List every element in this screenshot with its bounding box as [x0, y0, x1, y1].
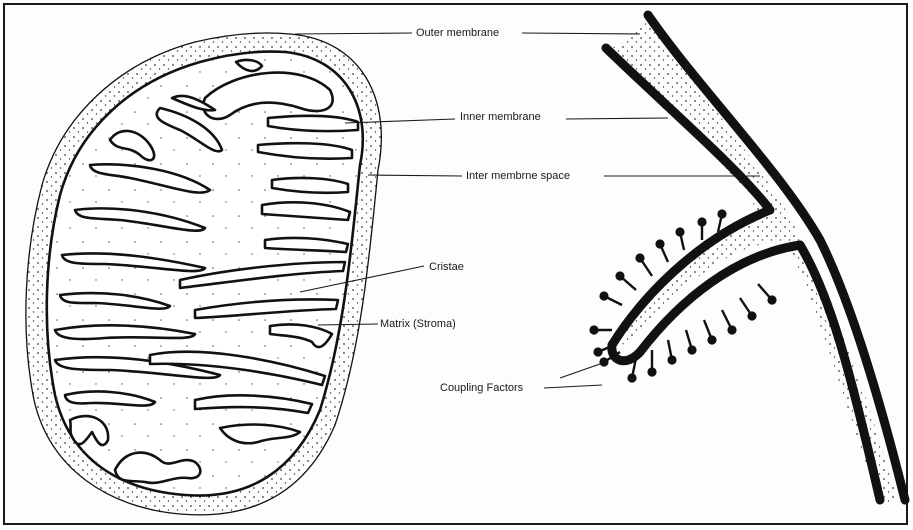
crista	[272, 178, 348, 193]
coupling-factor-knob	[767, 295, 776, 304]
coupling-factor-knob	[717, 209, 726, 218]
coupling-factor-knob	[747, 311, 756, 320]
coupling-factor-knob	[655, 239, 664, 248]
coupling-factor-knob	[727, 325, 736, 334]
coupling-factor-knob	[647, 367, 656, 376]
coupling-factor-knob	[593, 347, 602, 356]
label-coupling-factors: Coupling Factors	[440, 382, 523, 394]
coupling-factor-knob	[697, 217, 706, 226]
label-inter-membrane-space: Inter membrne space	[466, 170, 570, 182]
label-cristae: Cristae	[429, 261, 464, 273]
label-matrix: Matrix (Stroma)	[380, 318, 456, 330]
leader-space-left	[368, 175, 462, 176]
leader-coupling-2	[560, 364, 600, 378]
leader-outer-right	[522, 33, 640, 34]
leader-outer-left	[295, 33, 412, 34]
leader-inner-right	[566, 118, 668, 119]
coupling-factor-knob	[627, 373, 636, 382]
coupling-factor-knob	[687, 345, 696, 354]
coupling-factor-knob	[635, 253, 644, 262]
coupling-factor-knob	[667, 355, 676, 364]
coupling-factor-knob	[589, 325, 598, 334]
label-inner-membrane: Inner membrane	[460, 111, 541, 123]
coupling-factor-knob	[707, 335, 716, 344]
leader-coupling	[544, 385, 602, 388]
crista	[268, 116, 358, 131]
coupling-factor-knob	[599, 291, 608, 300]
coupling-factor-knob	[615, 271, 624, 280]
coupling-factor-knob	[599, 357, 608, 366]
label-outer-membrane: Outer membrane	[416, 27, 499, 39]
coupling-factor-knob	[675, 227, 684, 236]
membrane-detail	[589, 15, 905, 505]
